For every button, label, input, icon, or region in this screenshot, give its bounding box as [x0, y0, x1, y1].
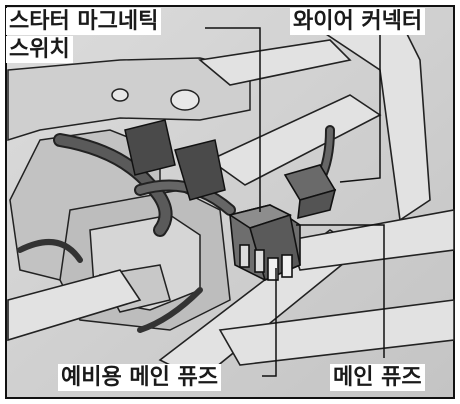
wire-connector-part: [283, 164, 337, 220]
leader-lines: [205, 27, 385, 377]
black-covers: [124, 119, 226, 201]
main-fuse-label: 메인 퓨즈: [330, 364, 425, 391]
frame-tubes: [7, 19, 455, 381]
spare-main-fuse-label: 예비용 메인 퓨즈: [58, 364, 221, 391]
wire-connector-label: 와이어 커넥터: [290, 8, 426, 35]
starter-switch-label-line2: 스위치: [6, 36, 73, 63]
starter-magnetic-switch: [228, 204, 301, 282]
starter-switch-label-line1: 스타터 마그네틱: [6, 8, 162, 35]
